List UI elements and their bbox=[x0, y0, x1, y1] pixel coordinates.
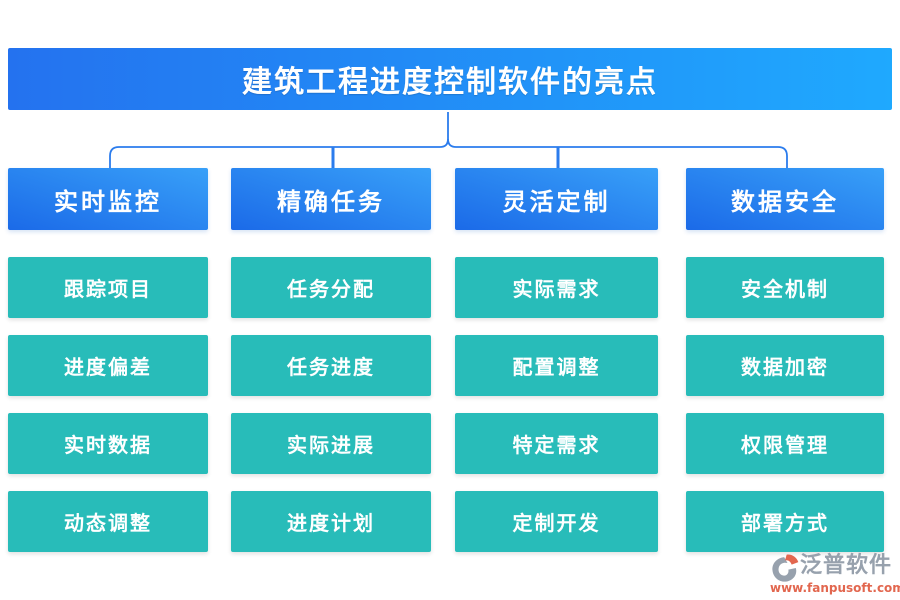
column-header: 灵活定制 bbox=[455, 168, 658, 230]
feature-item: 部署方式 bbox=[686, 491, 884, 552]
feature-item: 进度偏差 bbox=[8, 335, 208, 396]
feature-item: 任务分配 bbox=[231, 257, 431, 318]
fanpu-logo-brand: 泛普软件 bbox=[800, 552, 893, 578]
column-header: 数据安全 bbox=[686, 168, 884, 230]
connector-left-branch bbox=[109, 146, 440, 168]
column-precise-tasks: 精确任务 任务分配 任务进度 实际进展 进度计划 bbox=[231, 168, 431, 552]
title-banner: 建筑工程进度控制软件的亮点 bbox=[8, 48, 892, 110]
feature-item: 实时数据 bbox=[8, 413, 208, 474]
feature-item: 数据加密 bbox=[686, 335, 884, 396]
feature-item: 配置调整 bbox=[455, 335, 658, 396]
feature-item: 进度计划 bbox=[231, 491, 431, 552]
fanpu-logo: 泛普软件 www.fanpusoft.com bbox=[770, 550, 900, 598]
column-realtime-monitoring: 实时监控 跟踪项目 进度偏差 实时数据 动态调整 bbox=[8, 168, 208, 552]
connector-right-branch bbox=[456, 146, 788, 168]
column-header: 实时监控 bbox=[8, 168, 208, 230]
feature-item: 特定需求 bbox=[455, 413, 658, 474]
feature-item: 实际需求 bbox=[455, 257, 658, 318]
fanpu-logo-website: www.fanpusoft.com bbox=[770, 581, 900, 595]
feature-item: 权限管理 bbox=[686, 413, 884, 474]
feature-item: 动态调整 bbox=[8, 491, 208, 552]
column-data-security: 数据安全 安全机制 数据加密 权限管理 部署方式 bbox=[686, 168, 884, 552]
feature-item: 安全机制 bbox=[686, 257, 884, 318]
feature-item: 实际进展 bbox=[231, 413, 431, 474]
fanpu-logo-icon bbox=[772, 554, 799, 582]
feature-item: 定制开发 bbox=[455, 491, 658, 552]
page-title: 建筑工程进度控制软件的亮点 bbox=[242, 65, 658, 100]
feature-item: 跟踪项目 bbox=[8, 257, 208, 318]
column-flexible-customization: 灵活定制 实际需求 配置调整 特定需求 定制开发 bbox=[455, 168, 658, 552]
connector-center-fillet-right bbox=[447, 138, 457, 148]
column-header: 精确任务 bbox=[231, 168, 431, 230]
connector-center-fillet-left bbox=[439, 138, 449, 148]
feature-item: 任务进度 bbox=[231, 335, 431, 396]
